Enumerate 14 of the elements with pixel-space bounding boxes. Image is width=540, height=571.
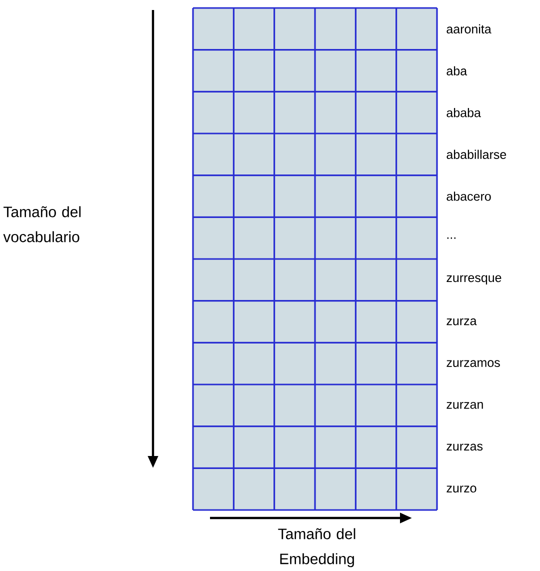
row-label: ... bbox=[447, 237, 456, 239]
row-label: aba bbox=[446, 66, 468, 76]
row-label: zurzan bbox=[446, 402, 483, 409]
axis-label: Tamaño del vocabulario bbox=[3, 206, 81, 242]
row-label: zurzo bbox=[446, 486, 476, 493]
row-label: ababa bbox=[446, 108, 481, 118]
row-label: zurzas bbox=[446, 444, 483, 451]
row-label: zurzamos bbox=[446, 360, 500, 368]
row-label: abacero bbox=[446, 192, 491, 201]
axis-label: Tamaño del Embedding bbox=[278, 528, 356, 568]
row-label: zurresque bbox=[446, 275, 502, 285]
row-label: ababillarse bbox=[446, 150, 506, 159]
row-label: zurza bbox=[446, 318, 477, 326]
row-label: aaronita bbox=[446, 24, 492, 34]
